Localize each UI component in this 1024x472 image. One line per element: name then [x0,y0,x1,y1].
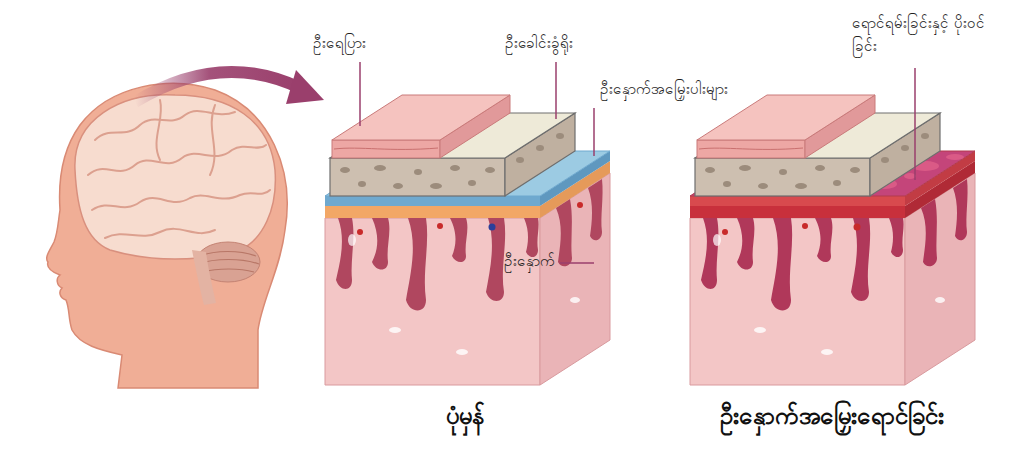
brain-folds [88,100,270,238]
head-figure [47,83,287,388]
leader-line [593,108,595,156]
leader-line [555,62,557,119]
leader-line [914,68,916,180]
panel-caption: ပုံမှန် [446,398,484,434]
panel-caption: ဦးနှောက်အမြှေးရောင်ခြင်း [720,398,944,434]
arrow-head [286,70,324,104]
callout-label: ဦးနှောက် [504,250,555,273]
brain-front [325,218,540,385]
inflamed-dura-front [690,196,905,206]
leader-line [560,262,594,264]
scalp-top [332,95,510,140]
scalp-front [697,140,805,158]
scalp-line [334,148,438,149]
leader-lines [360,62,915,263]
leader-line [359,62,361,126]
brain-vessels [348,202,583,355]
arachnoid-front [325,206,540,218]
callout-label: ဦးရေပြား [313,32,366,55]
transition-arrow [135,70,324,104]
scalp-front [332,140,440,158]
arrow-shaft [135,72,300,102]
dura-front [325,196,540,206]
inflamed-arachnoid-front [690,206,905,218]
scalp-top [697,95,875,140]
head-outline [47,83,287,388]
brain-front [690,218,905,385]
normal-tissue-block [325,95,610,385]
callout-label: ဦးနှောက်အမြှေးပါးများ [600,78,728,101]
brain [75,95,275,259]
scalp-line [699,148,803,149]
skull-front [330,158,505,196]
meningitis-tissue-block [690,95,975,385]
callout-label: ရောင်ရမ်းခြင်းနှင့် ပိုးဝင်ခြင်း [852,12,1002,57]
skull-front [695,158,870,196]
brain-vessels [713,223,945,355]
callout-label: ဦးခေါင်းခွံရိုး [505,32,573,55]
brain-stem [192,250,216,305]
